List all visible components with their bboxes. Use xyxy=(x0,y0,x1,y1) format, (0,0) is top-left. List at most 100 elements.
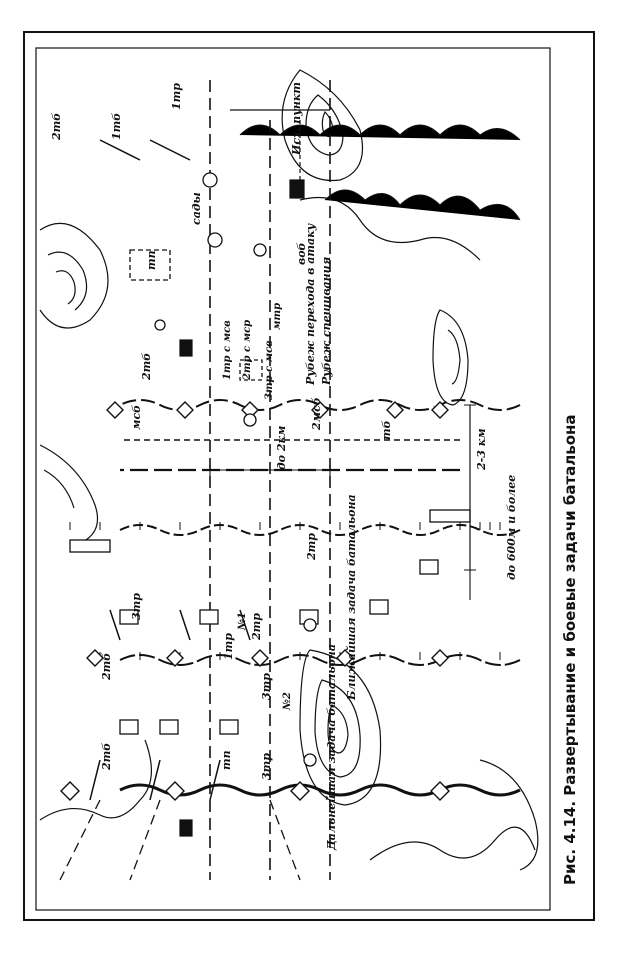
box-5 xyxy=(199,609,219,625)
label-start-point: Исх. пункт xyxy=(290,82,303,156)
unit-tb2-low: 2тб xyxy=(100,653,113,681)
label-800m: до 2км xyxy=(275,426,288,470)
label-dismount: Рубеж спешивания xyxy=(320,256,333,386)
arrow-3 xyxy=(109,609,121,641)
box-2 xyxy=(159,719,179,735)
unit-tr3-bottom: 3тр xyxy=(260,753,273,780)
arrow-6 xyxy=(149,759,161,801)
contour-hill-left3 xyxy=(55,270,76,305)
unit-tb-right: тб xyxy=(380,420,393,440)
box-8 xyxy=(419,559,439,575)
diamond-8 xyxy=(336,649,354,667)
box-3 xyxy=(219,719,239,735)
unit-msb2: 2мсб xyxy=(310,397,323,431)
box-dotted-1 xyxy=(69,539,111,553)
diamond-7 xyxy=(431,649,449,667)
diamond-14 xyxy=(165,781,185,801)
contour-right-bottom xyxy=(479,759,539,871)
contour-hill-top-inner xyxy=(305,94,344,156)
contour-hill-left2 xyxy=(47,251,88,311)
unit-msb: мсб xyxy=(130,405,143,430)
arrow-8 xyxy=(89,759,101,801)
unit-tr1-mid: 1тр xyxy=(222,633,235,660)
unit-tb2-mid: 2тб xyxy=(140,353,153,381)
unit-tr3-mid: 3тр xyxy=(260,673,273,700)
label-near-task: Ближайшая задача батальона xyxy=(345,494,358,701)
contour-bottom-big xyxy=(299,649,382,806)
circle-7 xyxy=(303,753,317,767)
contour-mid-right2 xyxy=(447,329,461,385)
attack-arrows xyxy=(89,139,251,801)
label-600m: до 600м и более xyxy=(505,475,518,580)
arrow-1 xyxy=(99,139,141,161)
contour-mid-right xyxy=(432,309,469,406)
box-7 xyxy=(369,599,389,615)
unit-tr3-a: 3тр xyxy=(130,593,143,620)
unit-tb2-bottom: 2тб xyxy=(100,743,113,771)
circle-2 xyxy=(207,232,223,248)
stream-left xyxy=(39,739,153,821)
map-inner-frame xyxy=(35,47,551,911)
diamond-11 xyxy=(86,649,104,667)
diamond-15 xyxy=(60,781,80,801)
diamond-1 xyxy=(431,401,449,419)
label-far-task: Дальнейшая задача батальона xyxy=(325,644,338,851)
contour-hill-top xyxy=(281,69,364,182)
label-vob: воб xyxy=(295,242,308,265)
front-line-4 xyxy=(119,783,521,797)
label-sady: сады xyxy=(190,192,203,225)
contour-hill-left xyxy=(39,222,109,329)
defense-lines xyxy=(119,399,521,797)
labels: Исх. пункт сады воб тп Рубеж перехода в … xyxy=(50,82,518,851)
diamond-5 xyxy=(176,401,194,419)
circle-5 xyxy=(243,413,257,427)
box-4 xyxy=(119,609,139,625)
distance-brackets xyxy=(209,404,476,600)
diamond-3 xyxy=(311,401,329,419)
label-2-3km: 2-3 км xyxy=(475,428,488,471)
trench-hatches xyxy=(69,124,521,660)
unit-tb2-top: 2тб xyxy=(50,113,63,141)
circle-4 xyxy=(154,319,166,331)
figure-caption: Рис. 4.14. Развертывание и боевые задачи… xyxy=(561,414,579,885)
map-frame xyxy=(23,31,595,921)
label-tp-top: тп xyxy=(145,250,158,270)
diamond-13 xyxy=(290,781,310,801)
diamond-12 xyxy=(430,781,450,801)
circle-1 xyxy=(202,172,218,188)
unit-tr2-msv: 2тр с мср xyxy=(242,320,253,381)
box-tp-top xyxy=(129,249,171,281)
label-transition: Рубеж перехода в атаку xyxy=(304,222,317,386)
unit-tr2-mid: 2тр xyxy=(250,613,263,641)
unit-tr2-low: 2тр xyxy=(305,533,318,561)
arrow-5 xyxy=(239,609,251,641)
unit-diamonds xyxy=(60,401,450,801)
unit-tr1-top: 1тр xyxy=(170,83,183,110)
diamond-6 xyxy=(106,401,124,419)
front-line-2 xyxy=(119,524,521,536)
bracket-800m xyxy=(209,464,331,476)
contour-bottom-left2 xyxy=(43,469,75,509)
unit-tr1-msv: 1тр с мсв xyxy=(222,320,233,380)
contour-bottom-big2 xyxy=(314,679,361,778)
diamond-2 xyxy=(386,401,404,419)
diamond-9 xyxy=(251,649,269,667)
box-1 xyxy=(119,719,139,735)
arrow-2 xyxy=(149,139,191,161)
unit-tr-msv: 3тр с мсв xyxy=(264,340,275,400)
unit-mtr: мтр xyxy=(272,303,283,330)
label-no1: №1 xyxy=(237,612,248,631)
arrow-7 xyxy=(209,759,221,801)
stream-right xyxy=(369,826,536,861)
attack-axes xyxy=(209,80,331,880)
arrow-4 xyxy=(179,609,191,641)
box-dotted-2 xyxy=(429,509,471,523)
contour-bottom-left xyxy=(39,444,99,546)
contour-bottom-big3 xyxy=(327,704,349,754)
front-line-3 xyxy=(119,654,521,666)
unit-circles xyxy=(154,172,317,767)
circle-6 xyxy=(303,618,317,632)
unit-tp-bottom: тп xyxy=(220,750,233,770)
